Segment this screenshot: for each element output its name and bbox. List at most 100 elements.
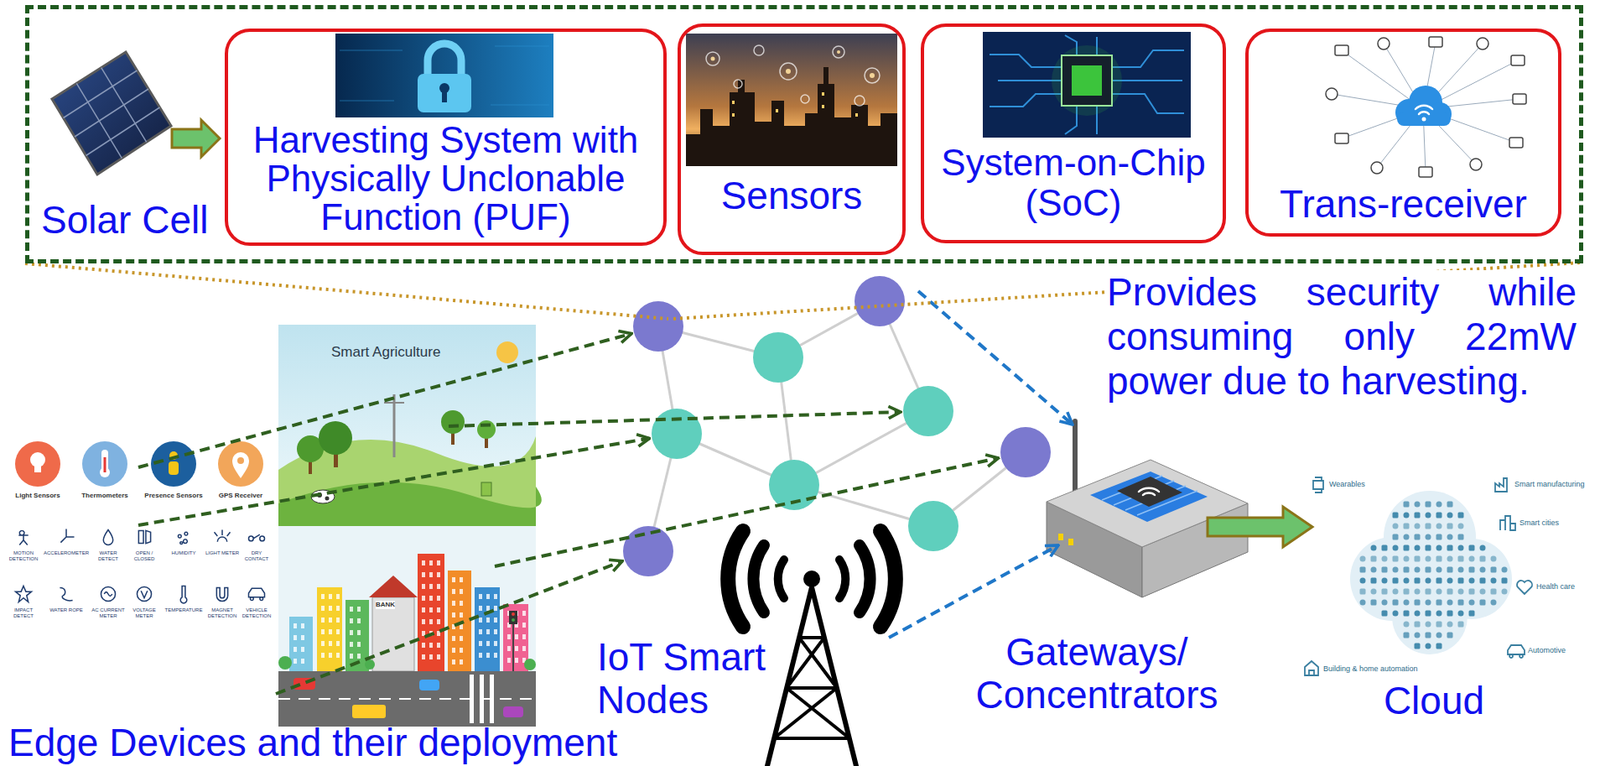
sensor-label: LIGHT METER [204,550,240,556]
chip-image [989,54,1062,68]
gateway-device [1138,488,1159,495]
sensor-label: IMPACT DETECT [5,607,42,619]
cloud-icon [1436,555,1443,562]
sensor-icon [214,529,231,541]
building-window [478,628,483,634]
building-window [522,622,526,628]
smart-city-picture [372,597,415,671]
cloud-icon [1469,588,1476,595]
sensor-icon [232,451,250,478]
smart-city-picture [278,670,536,727]
sensor-icon [138,529,151,543]
building-window [486,652,490,658]
cloud-icon [1469,577,1476,584]
cloud-icon [1414,577,1421,584]
smart-city-picture [417,553,445,671]
building-window [349,641,354,647]
building-window [507,657,511,663]
chip-image [1071,65,1102,96]
cloud-icon [1381,545,1388,551]
cloud-icon [1458,566,1465,573]
cloud-icon [1490,588,1497,595]
building-window [459,600,463,606]
smart-city-picture [278,525,536,727]
building-window [357,653,361,659]
cloud-icon [1436,523,1443,530]
building-window [429,583,433,589]
cloud-icon [1501,577,1508,584]
building-window [328,640,333,646]
cloud-icon [1495,477,1507,492]
cloud-icon [1425,555,1432,562]
building-window [321,605,325,611]
network-icon-image [1335,133,1349,144]
cloud-icon [1458,512,1465,519]
city-sensors-image [685,67,898,167]
building-window [478,640,483,646]
cloud-icon [1392,523,1399,530]
smart-city-picture [278,655,292,670]
smart-agriculture-picture [318,420,353,455]
sensor-icon [60,529,74,543]
network-icon-image [1335,45,1349,56]
smart-city-picture [524,658,536,671]
building-window [436,583,441,589]
city-sensors-image [821,92,825,96]
building-window [507,633,511,639]
cloud-icon [1392,599,1399,606]
city-sensors-image [869,72,875,78]
radio-tower [859,545,871,613]
sensor-icon [180,586,188,603]
smart-city-picture [474,587,500,671]
dashed-arrow [888,545,1059,638]
sensor-icon [168,461,179,475]
cloud-icon [1469,566,1476,573]
cloud-icon [1458,545,1465,551]
cloud-icon [1414,545,1421,551]
sensor-label: WATER ROPE [41,607,91,613]
cloud-icon [1403,545,1410,551]
building-window [336,605,340,611]
smart-city-picture [278,697,536,700]
lock-image [339,50,403,52]
cloud-picture [1304,477,1533,676]
cloud-icon [1436,632,1443,639]
mesh-node [854,275,905,327]
building-window [493,593,498,599]
cloud-icon [1392,545,1399,551]
city-sensors-image [775,109,779,113]
building-window [451,588,456,594]
building-window [321,628,325,634]
node-label: System-on-Chip (SoC) [934,142,1213,224]
radio-tower [839,559,846,598]
building-window [451,576,456,582]
cloud-icon [1403,501,1410,508]
cloud-icon [1381,599,1388,606]
city-sensors-image [711,50,876,78]
solar-cell-icon [51,51,172,175]
sensor-icon [136,586,151,601]
network-icon-image [1511,55,1525,66]
smart-city-picture [278,655,536,671]
sensor-label: GPS Receiver [207,491,275,499]
smart-city-picture [469,674,494,723]
cloud-icon [1458,610,1465,617]
cloud-icon [1313,477,1324,493]
cloud-icon [1371,555,1377,562]
building-window [493,640,498,646]
cloud-item-label: Building & home automation [1323,664,1419,674]
network-icon-image [1415,105,1433,110]
solar-cell-icon [63,67,161,159]
cloud-icon [1381,588,1388,595]
cloud-icon [1458,534,1465,541]
building-window [301,634,305,640]
building-window [336,652,340,658]
city-sensors-image [785,68,791,74]
building-window [522,633,526,639]
sensor-icon [103,457,107,473]
dashed-arrow [275,561,623,694]
building-window [349,653,354,659]
mesh-node [753,332,804,383]
building-window [493,605,498,611]
building-window [493,628,498,634]
